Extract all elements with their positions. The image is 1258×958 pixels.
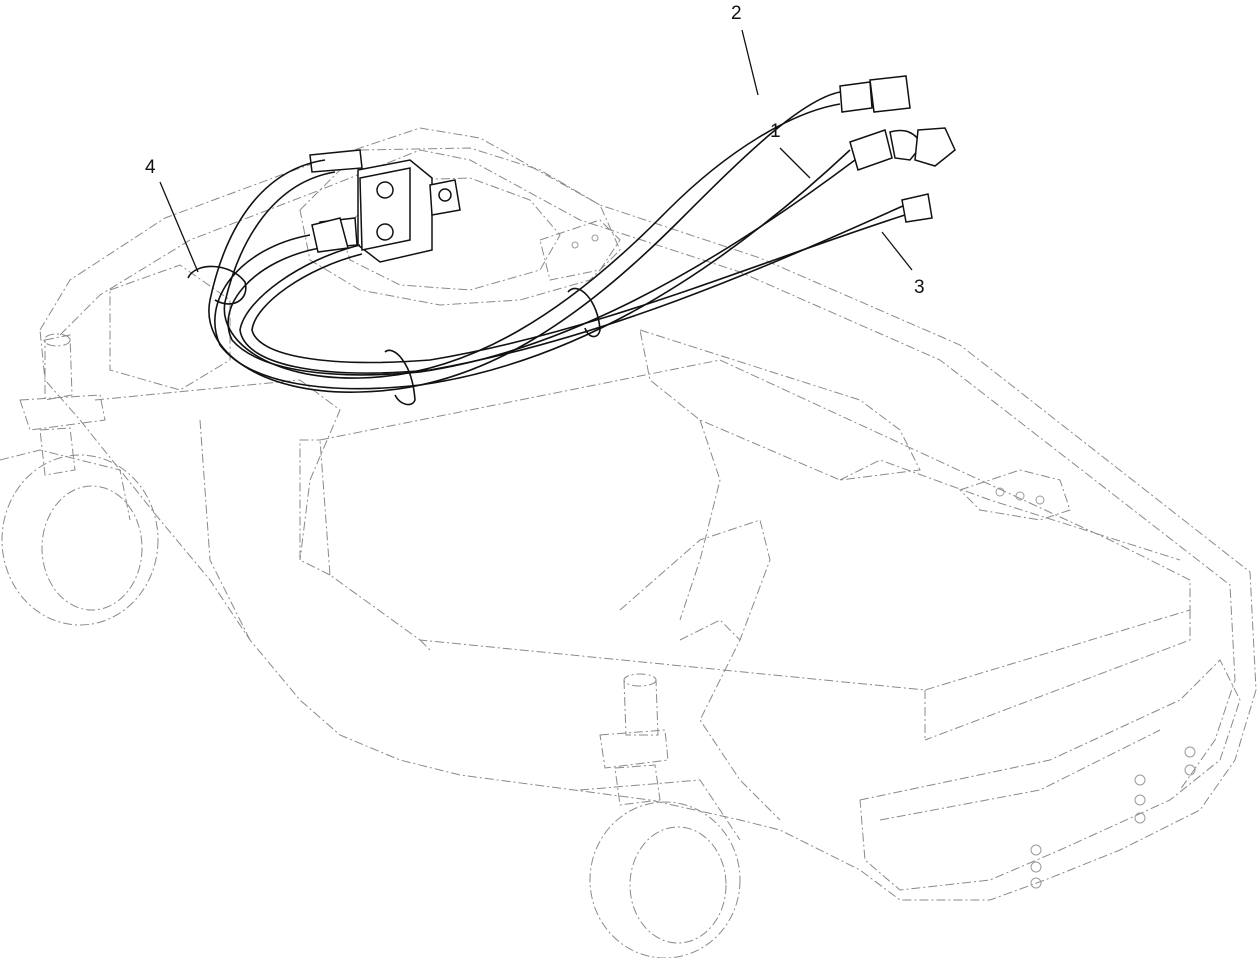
leader-lines [159,29,913,273]
callout-4: 4 [145,157,156,178]
hydraulic-motor [309,149,461,263]
hose-3 [239,193,933,374]
leader-1 [779,147,811,179]
cable-tie [187,265,601,406]
callout-1: 1 [770,121,781,142]
left-caster-wheel [0,333,159,626]
hose-1 [214,127,956,390]
callout-3: 3 [914,277,925,298]
mower-deck [39,127,1257,901]
leader-2 [741,29,759,96]
leader-3 [881,231,913,271]
leader-4 [159,181,199,273]
callout-2: 2 [731,3,742,24]
front-caster-wheel [579,673,741,958]
